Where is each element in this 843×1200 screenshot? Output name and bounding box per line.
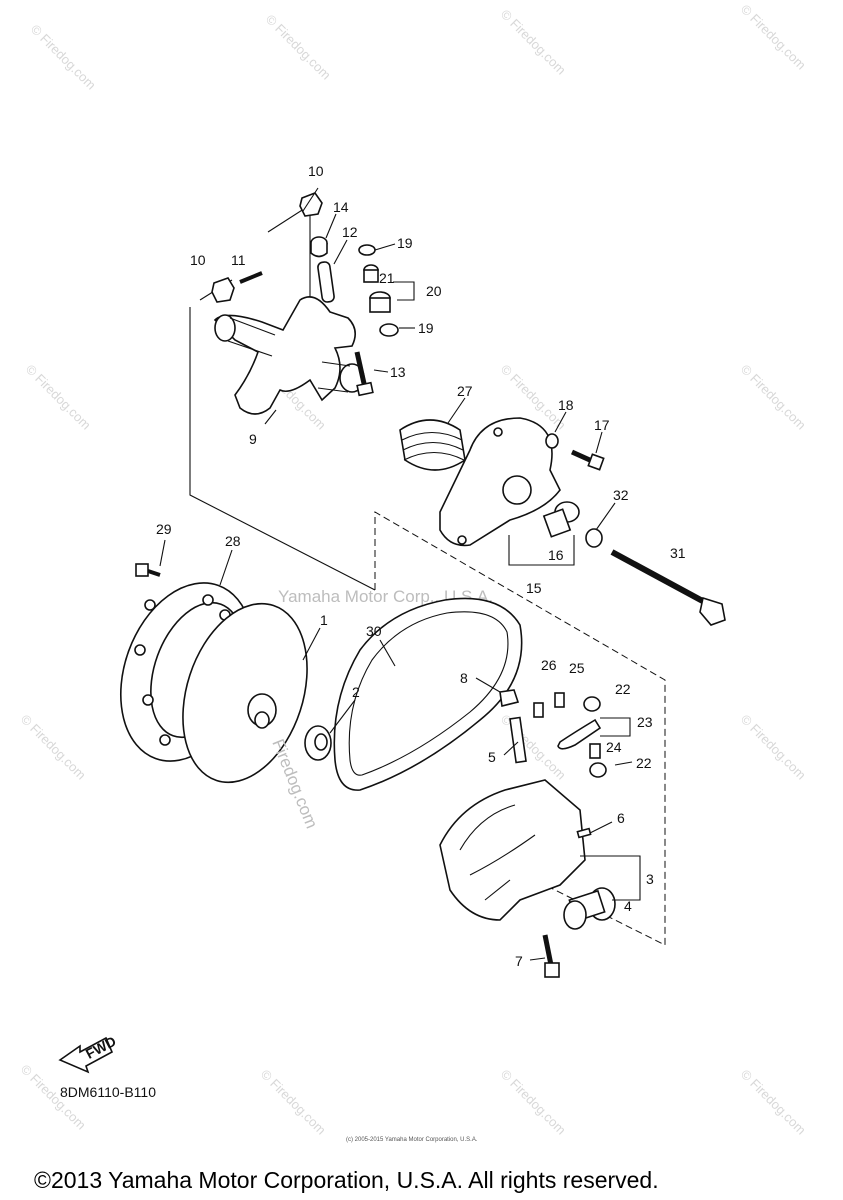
callout-4: 4 [624,898,632,914]
tile-watermark: © Firedog.com [738,1067,809,1138]
part-19-washer-bottom [379,323,399,337]
part-17-bolt [570,449,605,471]
callout-16: 16 [548,547,564,563]
part-4-bushing [563,887,616,930]
part-10-block-left [211,277,235,303]
callout-32: 32 [613,487,629,503]
callout-28: 28 [225,533,241,549]
callout-23: 23 [637,714,653,730]
tile-watermark: © Firedog.com [498,7,569,78]
assembly-lines [189,203,666,946]
tile-watermark: © Firedog.com [738,2,809,73]
part-15-cover [439,417,561,547]
tile-watermark: © Firedog.com [738,362,809,433]
part-9-spider [213,296,365,415]
part-31-bolt [610,549,726,626]
part-14-bushing [310,236,328,258]
tile-watermark: © Firedog.com [28,22,99,93]
part-19-washer-top [358,244,376,256]
callout-18: 18 [558,397,574,413]
part-29-bolt [135,563,161,577]
callout-13: 13 [390,364,406,380]
part-18-washer [545,433,559,449]
callout-10: 10 [308,163,324,179]
callouts: 10 14 12 19 10 11 21 20 19 13 27 18 17 9… [156,163,686,969]
part-1-sheave [182,602,308,784]
part-20-roller [369,291,391,313]
part-5-pin [509,716,527,764]
tile-watermark: © Firedog.com [738,712,809,783]
part-32-washer [585,528,603,548]
part-10-block-top [299,192,323,217]
callout-26: 26 [541,657,557,673]
callout-3: 3 [646,871,654,887]
callout-9: 9 [249,431,257,447]
callout-30: 30 [366,623,382,639]
callout-17: 17 [594,417,610,433]
part-16-bushing [542,501,580,538]
fwd-arrow-icon: FWD [58,1033,119,1074]
part-3-housing [439,779,586,921]
callout-14: 14 [333,199,349,215]
callout-1: 1 [320,612,328,628]
tile-watermark: © Firedog.com [498,1067,569,1138]
callout-19: 19 [418,320,434,336]
part-27-spring [399,419,466,471]
part-2-seal [304,725,332,761]
tile-watermark: © Firedog.com [263,12,334,83]
part-7-bolt [542,934,560,978]
diagram-code: 8DM6110-B110 [60,1084,156,1100]
callout-25: 25 [569,660,585,676]
callout-27: 27 [457,383,473,399]
part-30-belt [333,597,523,791]
callout-20: 20 [426,283,442,299]
callout-22: 22 [615,681,631,697]
bracket-lines [159,187,641,961]
callout-12: 12 [342,224,358,240]
callout-2: 2 [352,684,360,700]
tile-watermark: © Firedog.com [18,712,89,783]
callout-21: 21 [379,270,395,286]
callout-5: 5 [488,749,496,765]
copyright-footer: ©2013 Yamaha Motor Corporation, U.S.A. A… [34,1167,659,1193]
callout-6: 6 [617,810,625,826]
callout-11: 11 [231,252,246,268]
part-8-cap [499,689,520,707]
part-11-pin [239,271,263,284]
callout-31: 31 [670,545,686,561]
part-26-pin [533,702,544,718]
part-23-weight [557,718,602,750]
part-25-pin [554,692,565,708]
tile-watermark: © Firedog.com [23,362,94,433]
part-12-pin [317,261,335,303]
part-13-bolt [354,351,374,397]
part-6-screw [576,827,592,839]
callout-29: 29 [156,521,172,537]
callout-8: 8 [460,670,468,686]
callout-22: 22 [636,755,652,771]
tile-watermark: © Firedog.com [258,1067,329,1138]
part-21-roller [363,264,379,283]
callout-10: 10 [190,252,206,268]
callout-7: 7 [515,953,523,969]
part-22-washer-top [583,696,601,712]
part-22-washer-bottom [589,762,607,778]
callout-19: 19 [397,235,413,251]
part-24-roller [589,743,601,759]
callout-24: 24 [606,739,622,755]
tiny-notice: (c) 2005-2015 Yamaha Motor Corporation, … [346,1137,478,1143]
callout-15: 15 [526,580,542,596]
